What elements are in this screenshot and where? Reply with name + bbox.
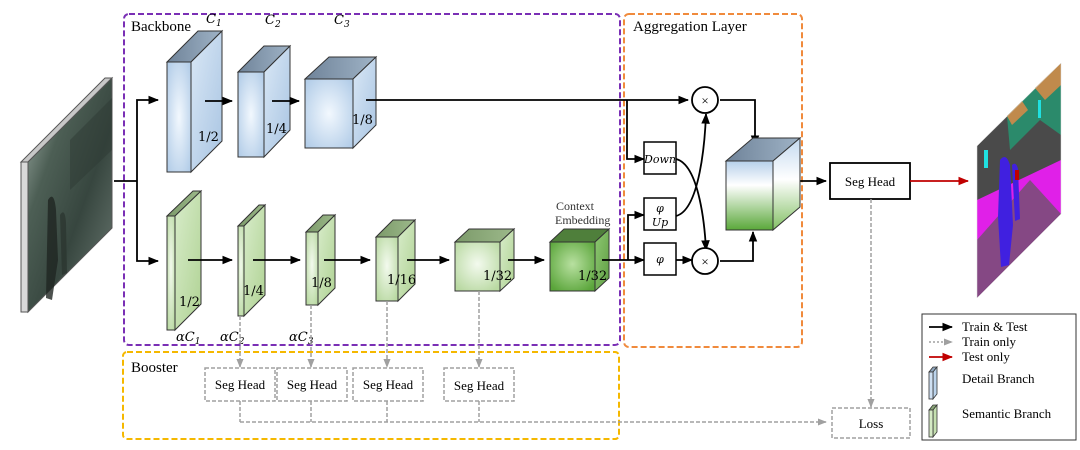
semantic-stage-4: 1/16 bbox=[387, 273, 416, 288]
detail-channel-2: C2 bbox=[265, 13, 281, 30]
seg-head-label: Seg Head bbox=[845, 174, 896, 189]
booster-train-arrows bbox=[236, 199, 875, 426]
detail-block-3 bbox=[303, 55, 378, 150]
svg-text:Seg Head: Seg Head bbox=[287, 377, 338, 392]
context-embedding-block bbox=[548, 227, 611, 293]
phi-up-box bbox=[643, 197, 677, 231]
multiply-node-bottom bbox=[691, 247, 719, 275]
detail-channel-3: C3 bbox=[334, 13, 350, 30]
aggregation-label: Aggregation Layer bbox=[633, 19, 747, 35]
semantic-block-5 bbox=[453, 227, 516, 293]
semantic-stage-2: 1/4 bbox=[243, 284, 264, 299]
legend-train-only-label: Train only bbox=[962, 334, 1017, 349]
aggregation-connections bbox=[366, 95, 828, 265]
backbone-label: Backbone bbox=[131, 19, 191, 35]
loss-box: Loss bbox=[831, 407, 911, 439]
context-embedding-label-line2: Embedding bbox=[555, 213, 610, 227]
semantic-block-3 bbox=[304, 213, 337, 307]
multiply-symbol-bottom: × bbox=[701, 254, 708, 269]
booster-label: Booster bbox=[131, 360, 178, 376]
context-embedding-stage: 1/32 bbox=[578, 269, 607, 284]
legend: Train & Test Train only Test only Detail… bbox=[921, 313, 1077, 441]
booster-seg-head-3: Seg Head bbox=[352, 367, 424, 402]
svg-text:Seg Head: Seg Head bbox=[454, 378, 505, 393]
input-image bbox=[19, 76, 114, 314]
down-label: Down bbox=[643, 153, 676, 166]
svg-text:Seg Head: Seg Head bbox=[363, 377, 414, 392]
booster-region bbox=[122, 351, 620, 440]
legend-detail-block-icon bbox=[928, 365, 938, 401]
phi-up-label-phi: φ bbox=[656, 202, 664, 215]
context-embedding-label-line1: Context bbox=[556, 199, 595, 213]
detail-stage-3: 1/8 bbox=[352, 113, 373, 128]
backbone-region bbox=[123, 13, 621, 346]
detail-stage-1: 1/2 bbox=[198, 130, 219, 145]
semantic-channel-2: αC2 bbox=[220, 330, 245, 347]
semantic-stage-1: 1/2 bbox=[179, 295, 200, 310]
seg-head-box bbox=[829, 162, 911, 200]
phi-label: φ bbox=[656, 253, 664, 266]
booster-seg-head-4: Seg Head bbox=[443, 367, 515, 402]
legend-semantic-block-icon bbox=[928, 403, 938, 439]
detail-block-1 bbox=[165, 29, 224, 174]
multiply-symbol-top: × bbox=[701, 93, 708, 108]
detail-channel-1: C1 bbox=[206, 12, 222, 29]
legend-semantic-label: Semantic Branch bbox=[962, 406, 1052, 421]
input-split-arrows bbox=[114, 95, 160, 266]
down-box bbox=[643, 141, 677, 175]
aggregated-feature-block bbox=[724, 136, 802, 232]
svg-text:Seg Head: Seg Head bbox=[215, 377, 266, 392]
semantic-channel-3: αC3 bbox=[289, 330, 314, 347]
booster-seg-head-1: Seg Head bbox=[204, 367, 276, 402]
legend-detail-label: Detail Branch bbox=[962, 371, 1035, 386]
semantic-stage-5: 1/32 bbox=[483, 269, 512, 284]
detail-stage-2: 1/4 bbox=[266, 122, 287, 137]
booster-seg-head-2: Seg Head bbox=[276, 367, 348, 402]
svg-text:Loss: Loss bbox=[859, 416, 884, 431]
phi-box bbox=[643, 242, 677, 276]
legend-train-test-label: Train & Test bbox=[962, 319, 1028, 334]
segmentation-output bbox=[976, 62, 1062, 299]
multiply-node-top bbox=[691, 86, 719, 114]
legend-test-only-label: Test only bbox=[962, 349, 1010, 364]
semantic-channel-1: αC1 bbox=[176, 330, 200, 347]
semantic-stage-3: 1/8 bbox=[311, 276, 332, 291]
semantic-block-4 bbox=[374, 218, 417, 303]
phi-up-label-up: Up bbox=[652, 216, 668, 229]
